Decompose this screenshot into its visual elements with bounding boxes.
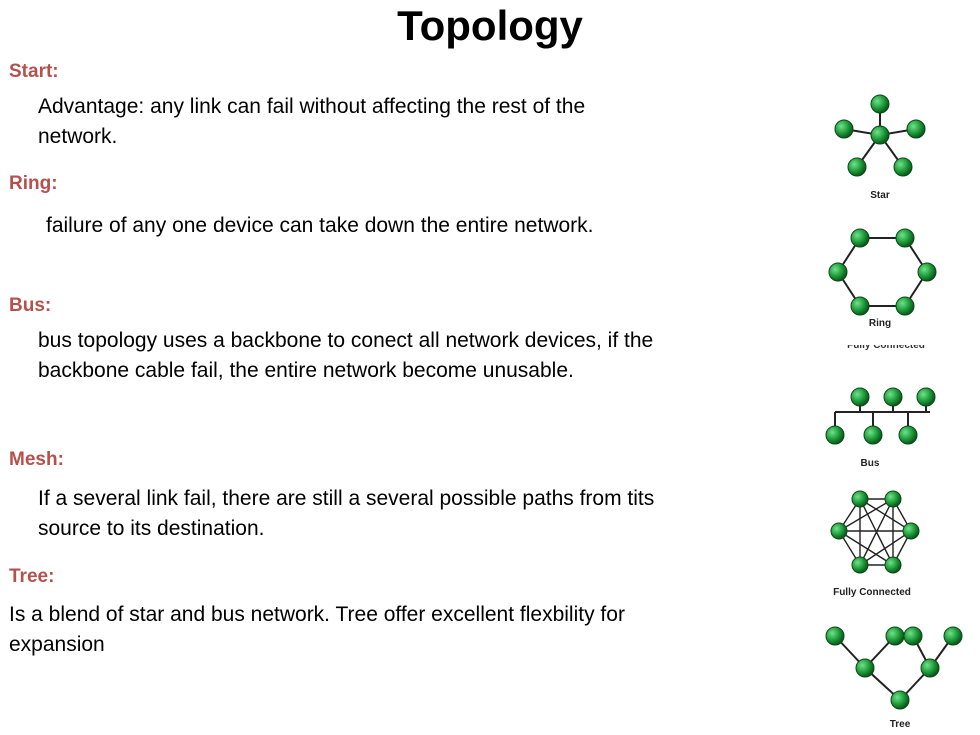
fully-connected-diagram: Fully Connected — [815, 485, 945, 598]
text-start: Advantage: any link can fail without aff… — [38, 95, 586, 148]
heading-tree: Tree: — [9, 566, 55, 587]
caption-fully-connected: Fully Connected — [833, 587, 911, 598]
heading-bus: Bus: — [9, 295, 52, 316]
ring-diagram: Ring — [815, 222, 945, 329]
heading-ring: Ring: — [9, 173, 58, 194]
caption-tree: Tree — [889, 719, 911, 730]
cutoff-caption: Fully Connected — [847, 345, 925, 351]
star-diagram: Star — [815, 90, 945, 201]
caption-ring: Ring — [868, 318, 892, 329]
caption-bus: Bus — [860, 458, 880, 469]
text-tree: Is a blend of star and bus network. Tree… — [9, 603, 625, 656]
bus-diagram: Bus — [815, 385, 945, 469]
heading-mesh: Mesh: — [9, 449, 64, 470]
text-ring: failure of any one device can take down … — [46, 214, 594, 237]
heading-start: Start: — [9, 61, 59, 82]
text-bus: bus topology uses a backbone to conect a… — [38, 329, 654, 382]
tree-diagram: Tree — [815, 622, 963, 730]
text-mesh: If a several link fail, there are still … — [38, 487, 655, 540]
page-title: Topology — [397, 2, 583, 49]
caption-star: Star — [870, 190, 890, 201]
